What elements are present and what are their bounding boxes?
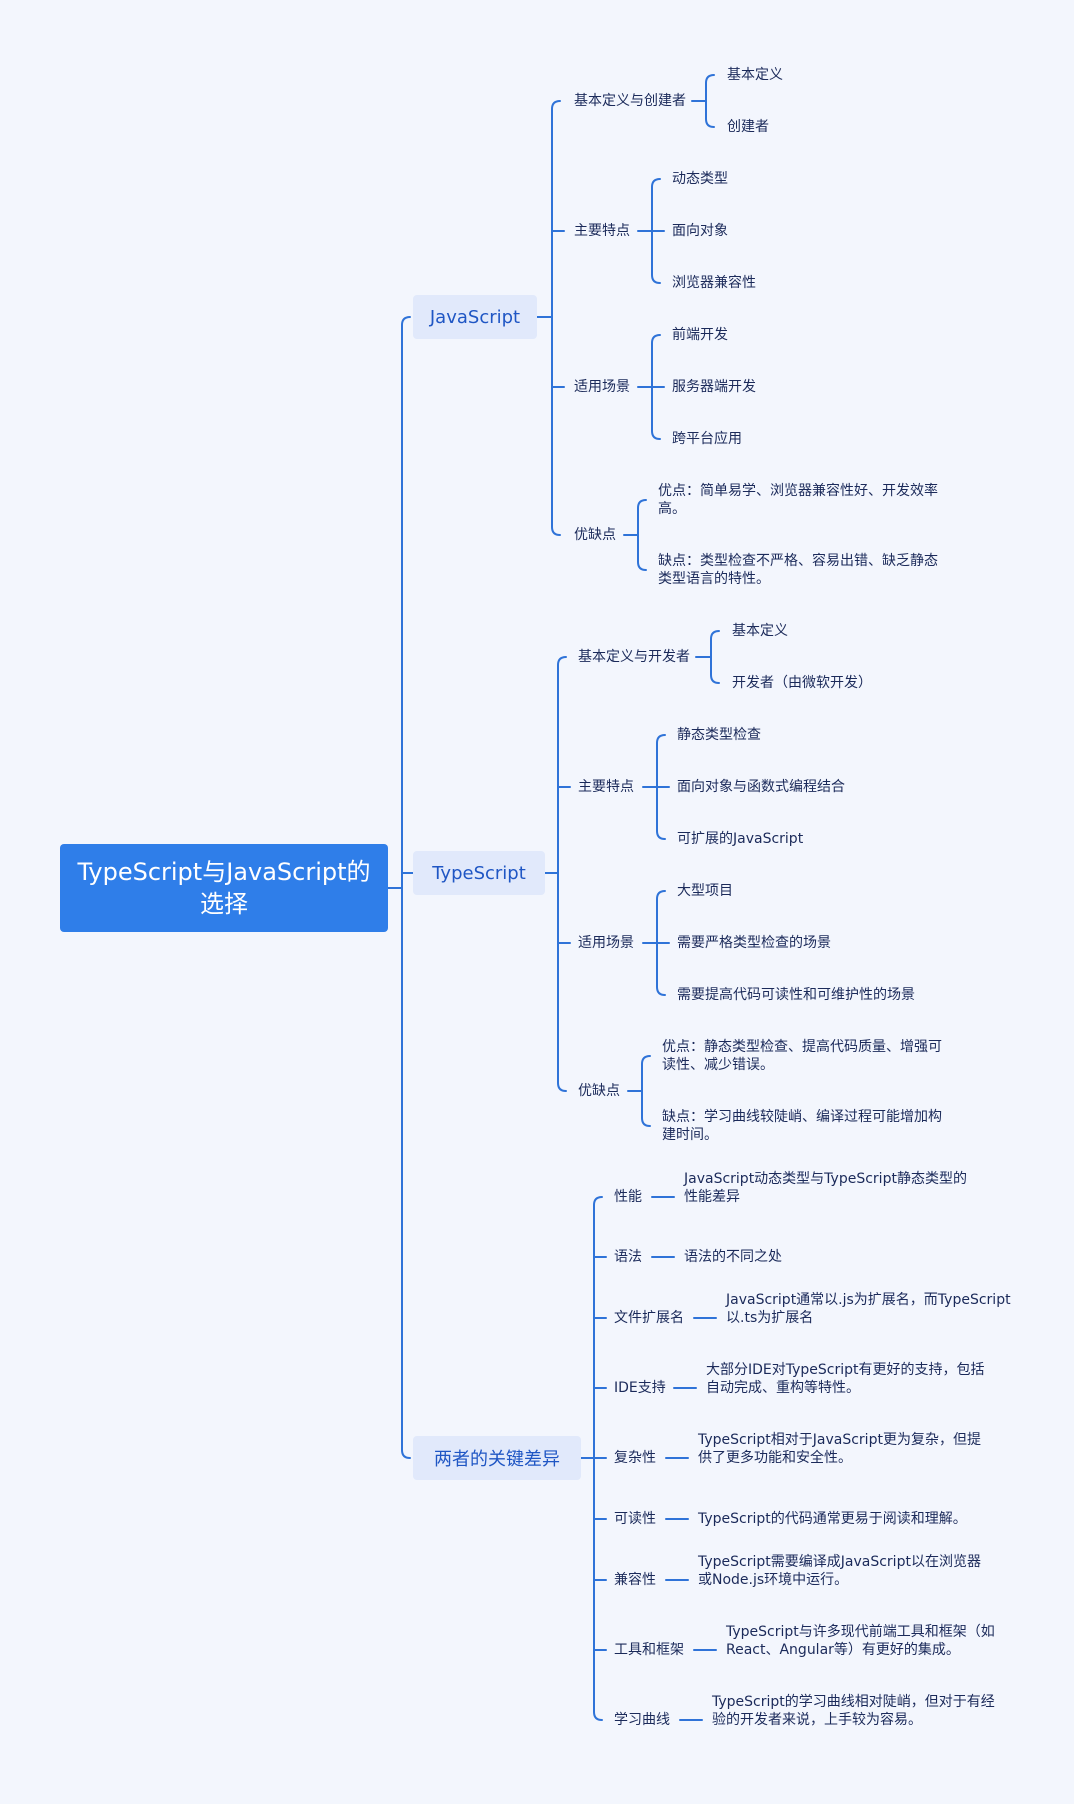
ts-definition-topic[interactable]: 基本定义与开发者 [578, 649, 690, 665]
diff-tools-frameworks-detail[interactable]: TypeScript与许多现代前端工具和框架（如React、Angular等）有… [726, 1624, 995, 1658]
ts-cons[interactable]: 缺点：学习曲线较陡峭、编译过程可能增加构建时间。 [662, 1109, 942, 1143]
branch-typescript-label: TypeScript [432, 862, 526, 884]
ts-def-bracket-spine [710, 630, 720, 684]
js-scenarios-topic[interactable]: 适用场景 [574, 379, 630, 395]
ts-definition-developer[interactable]: 开发者（由微软开发） [732, 675, 872, 691]
ts-definition-basic[interactable]: 基本定义 [732, 623, 788, 639]
js-feature-oop[interactable]: 面向对象 [672, 223, 728, 239]
js-def-bracket-spine [705, 74, 715, 128]
js-definition-topic[interactable]: 基本定义与创建者 [574, 93, 686, 109]
js-scenario-frontend[interactable]: 前端开发 [672, 327, 728, 343]
diff-compatibility[interactable]: 兼容性 [614, 1572, 656, 1588]
ts-proscons-topic[interactable]: 优缺点 [578, 1083, 620, 1099]
root-bracket-spine [401, 316, 411, 1459]
diff-ide-support-detail[interactable]: 大部分IDE对TypeScript有更好的支持，包括自动完成、重构等特性。 [706, 1362, 985, 1396]
diff-readability-detail[interactable]: TypeScript的代码通常更易于阅读和理解。 [698, 1511, 967, 1527]
branch-typescript[interactable]: TypeScript [413, 851, 545, 895]
branch-differences[interactable]: 两者的关键差异 [413, 1436, 581, 1480]
js-definition-creator[interactable]: 创建者 [727, 119, 769, 135]
diff-tools-frameworks[interactable]: 工具和框架 [614, 1642, 684, 1658]
js-cons[interactable]: 缺点：类型检查不严格、容易出错、缺乏静态类型语言的特性。 [658, 553, 938, 587]
js-scenario-server[interactable]: 服务器端开发 [672, 379, 756, 395]
js-features-topic[interactable]: 主要特点 [574, 223, 630, 239]
branch-javascript-label: JavaScript [429, 306, 521, 328]
diff-complexity-detail[interactable]: TypeScript相对于JavaScript更为复杂，但提供了更多功能和安全性… [698, 1432, 981, 1466]
ts-features-topic[interactable]: 主要特点 [578, 779, 634, 795]
ts-scenarios-topic[interactable]: 适用场景 [578, 935, 634, 951]
diff-performance[interactable]: 性能 [614, 1189, 642, 1205]
diff-compatibility-detail[interactable]: TypeScript需要编译成JavaScript以在浏览器或Node.js环境… [698, 1554, 981, 1588]
ts-scenario-maintainability[interactable]: 需要提高代码可读性和可维护性的场景 [677, 987, 915, 1003]
diff-file-extension-detail[interactable]: JavaScript通常以.js为扩展名，而TypeScript以.ts为扩展名 [726, 1292, 1011, 1326]
diff-performance-detail[interactable]: JavaScript动态类型与TypeScript静态类型的性能差异 [684, 1171, 967, 1205]
js-feature-dynamic-typing[interactable]: 动态类型 [672, 171, 728, 187]
diff-complexity[interactable]: 复杂性 [614, 1450, 656, 1466]
js-scenario-crossplatform[interactable]: 跨平台应用 [672, 431, 742, 447]
ts-pros[interactable]: 优点：静态类型检查、提高代码质量、增强可读性、减少错误。 [662, 1039, 942, 1073]
diff-syntax[interactable]: 语法 [614, 1249, 642, 1265]
js-pc-bracket-spine [637, 499, 647, 571]
ts-feature-oop-functional[interactable]: 面向对象与函数式编程结合 [677, 779, 845, 795]
root-topic[interactable]: TypeScript与JavaScript的选择 [60, 844, 388, 932]
js-definition-basic[interactable]: 基本定义 [727, 67, 783, 83]
root-topic-label: TypeScript与JavaScript的选择 [77, 858, 371, 918]
ts-feature-extensible[interactable]: 可扩展的JavaScript [677, 831, 804, 847]
js-proscons-topic[interactable]: 优缺点 [574, 527, 616, 543]
ts-pc-bracket-spine [641, 1055, 651, 1127]
branch-javascript[interactable]: JavaScript [413, 295, 537, 339]
js-bracket-spine [551, 100, 561, 536]
branch-differences-label: 两者的关键差异 [434, 1449, 560, 1470]
diff-syntax-detail[interactable]: 语法的不同之处 [684, 1249, 782, 1265]
diff-ide-support[interactable]: IDE支持 [614, 1380, 666, 1396]
js-feature-browser-compat[interactable]: 浏览器兼容性 [672, 275, 756, 291]
diff-file-extension[interactable]: 文件扩展名 [614, 1310, 684, 1326]
diff-learning-curve-detail[interactable]: TypeScript的学习曲线相对陡峭，但对于有经验的开发者来说，上手较为容易。 [712, 1694, 995, 1728]
js-pros[interactable]: 优点：简单易学、浏览器兼容性好、开发效率高。 [658, 483, 938, 517]
diff-readability[interactable]: 可读性 [614, 1511, 656, 1527]
ts-scenario-strict-typing[interactable]: 需要严格类型检查的场景 [677, 935, 831, 951]
ts-bracket-spine [557, 656, 567, 1092]
ts-scenario-large-projects[interactable]: 大型项目 [677, 883, 733, 899]
diff-learning-curve[interactable]: 学习曲线 [614, 1712, 670, 1728]
ts-feature-static-check[interactable]: 静态类型检查 [677, 727, 761, 743]
